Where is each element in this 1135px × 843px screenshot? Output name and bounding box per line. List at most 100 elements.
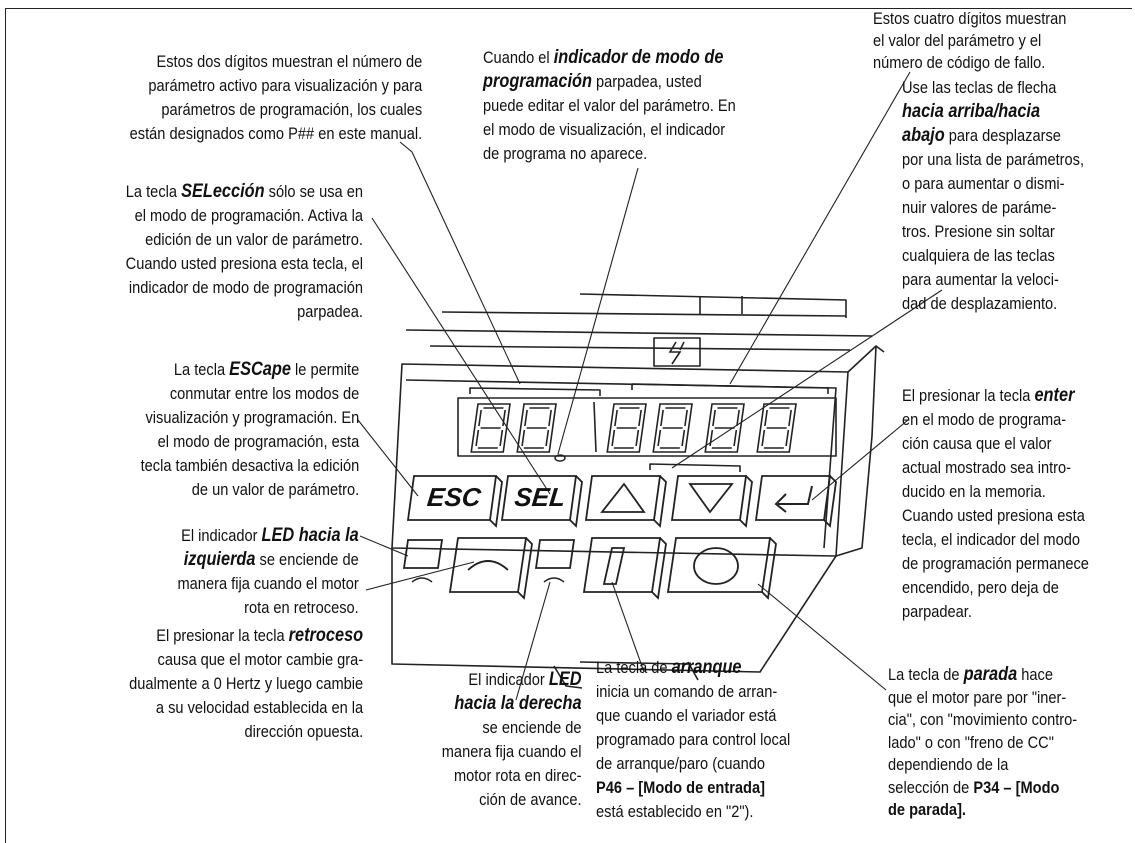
parameter-ref: P46 – [Modo de entrada] [596, 778, 765, 797]
esc-button[interactable]: ESC [425, 482, 483, 512]
keyword: arranque [671, 657, 742, 678]
text-line: parámetros de programación, los cuales [161, 100, 422, 119]
text-line: rota en retroceso. [244, 598, 359, 617]
text-line: Cuando usted presiona esta [902, 506, 1085, 525]
program-mode-indicator [554, 454, 566, 462]
callout-led-right: El indicador LED hacia la derecha se enc… [442, 668, 582, 812]
text-span: Cuando el [483, 48, 554, 67]
text-line: encendido, pero deja de [902, 578, 1059, 597]
keyword: enter [1034, 385, 1075, 406]
text-span: se enciende de [255, 550, 359, 569]
keyword: izquierda [184, 549, 256, 570]
keyword: retroceso [288, 625, 363, 646]
keyword: hacia arriba/hacia [902, 101, 1041, 122]
text-span: le permite [290, 360, 359, 379]
down-arrow-icon [688, 483, 734, 514]
text-line: causa que el motor cambie gra- [157, 650, 363, 669]
text-line: de programa no aparece. [483, 144, 648, 163]
text-span: El presionar la tecla [156, 626, 289, 645]
keyword: indicador de modo de [553, 47, 724, 68]
text-line: en el modo de programa- [902, 410, 1067, 429]
text-line: de arranque/paro (cuando [596, 754, 766, 773]
keyword: LED [549, 669, 582, 690]
text-line: el valor del parámetro y el [873, 31, 1042, 50]
text-line: nuir valores de paráme- [902, 198, 1057, 217]
lightning-icon [668, 341, 685, 365]
text-line: a su velocidad establecida en la [155, 698, 363, 717]
callout-led-left: El indicador LED hacia la izquierda se e… [178, 524, 359, 620]
text-line: o para aumentar o dismi- [902, 174, 1065, 193]
text-line: dirección opuesta. [244, 722, 363, 741]
text-line: Cuando usted presiona esta tecla, el [125, 254, 363, 273]
text-line: Estos dos dígitos muestran el número de [156, 52, 422, 71]
text-line: tecla también desactiva la edición [140, 456, 359, 475]
enter-icon [774, 485, 813, 513]
text-line: tros. Presione sin soltar [902, 222, 1055, 241]
text-span: El indicador [468, 670, 550, 689]
text-span: parpadea, usted [591, 72, 702, 91]
text-line: manera fija cuando el motor [177, 574, 359, 593]
led-left-indicator [404, 540, 442, 570]
text-line: inicia un comando de arran- [596, 682, 778, 701]
text-span: selección de [888, 777, 974, 797]
text-line: dependiendo de la [888, 755, 1009, 774]
text-line: ción de avance. [479, 790, 582, 809]
text-span: para desplazarse [944, 126, 1061, 145]
reverse-button[interactable] [452, 538, 526, 594]
text-line: Use las teclas de flecha [902, 78, 1057, 97]
text-line: parpadear. [902, 602, 972, 621]
text-line: por una lista de parámetros, [902, 150, 1085, 169]
callout-sel-key: La tecla SELección sólo se usa en el mod… [126, 180, 363, 324]
text-line: parpadea. [297, 302, 363, 321]
callout-reverse-key: El presionar la tecla retroceso causa qu… [129, 624, 363, 744]
text-line: Estos cuatro dígitos muestran [873, 9, 1067, 28]
text-span: El indicador [181, 526, 262, 545]
text-line: actual mostrado sea intro- [902, 458, 1072, 477]
callout-start-key: La tecla de arranque inicia un comando d… [596, 656, 790, 824]
seven-segment-digits [470, 403, 797, 453]
enter-button[interactable] [758, 476, 830, 524]
callout-arrow-keys: Use las teclas de flecha hacia arriba/ha… [902, 76, 1084, 316]
text-span: La tecla [173, 360, 229, 379]
leader-lines [357, 71, 943, 701]
callout-stop-key: La tecla de parada hace que el motor par… [888, 664, 1077, 822]
text-line: número de código de fallo. [873, 53, 1046, 72]
text-span: La tecla [125, 182, 182, 201]
callout-four-digits: Estos cuatro dígitos muestran el valor d… [873, 8, 1066, 74]
callout-param-number: Estos dos dígitos muestran el número de … [129, 50, 422, 146]
led-left-marker [411, 577, 433, 583]
text-line: que el motor pare por "iner- [888, 687, 1067, 707]
led-right-indicator [536, 540, 574, 570]
text-line: conmutar entre los modos de [169, 384, 359, 403]
keyword: abajo [902, 125, 945, 146]
reverse-icon [467, 560, 509, 571]
text-line: edición de un valor de parámetro. [145, 230, 363, 249]
text-line: se enciende de [482, 718, 582, 737]
led-right-marker [543, 577, 565, 583]
stop-button[interactable] [670, 538, 770, 594]
sel-button[interactable]: SEL [513, 482, 567, 512]
text-line: de programación permanece [902, 554, 1089, 573]
text-line: el modo de visualización, el indicador [483, 120, 726, 139]
callout-enter-key: El presionar la tecla enter en el modo d… [902, 384, 1089, 624]
text-span: sólo se usa en [264, 182, 363, 201]
start-button[interactable] [586, 538, 660, 594]
text-line: dualmente a 0 Hertz y luego cambie [128, 674, 363, 693]
stop-icon [693, 547, 739, 585]
text-line: que cuando el variador está [596, 706, 777, 725]
text-line: indicador de modo de programación [128, 278, 363, 297]
text-line: para aumentar la veloci- [902, 270, 1059, 289]
text-line: visualización y programación. En [145, 408, 359, 427]
text-line: ción causa que el valor [902, 434, 1052, 453]
text-line: puede editar el valor del parámetro. En [483, 96, 736, 115]
text-line: ducido en la memoria. [902, 482, 1046, 501]
text-line: programado para control local [596, 730, 791, 749]
up-arrow-icon [600, 482, 646, 513]
parameter-ref: de parada]. [888, 800, 967, 819]
down-arrow-button[interactable] [674, 476, 746, 524]
text-span: El presionar la tecla [902, 386, 1035, 405]
up-arrow-button[interactable] [588, 476, 660, 524]
text-span: hace [1017, 665, 1053, 684]
callout-prog-indicator: Cuando el indicador de modo de programac… [483, 46, 736, 166]
